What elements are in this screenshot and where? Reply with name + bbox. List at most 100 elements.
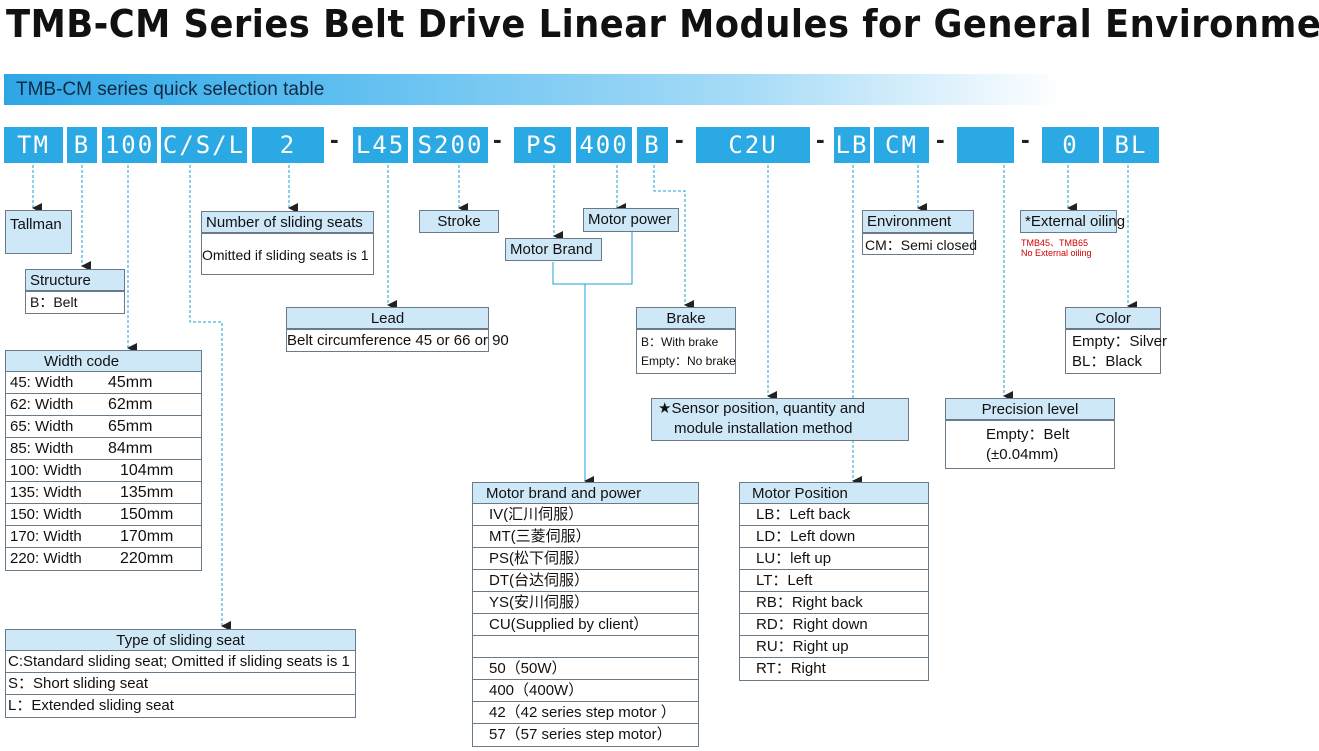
motor-brand-power-row: 50（50W） (473, 658, 698, 680)
width-code-size: 45mm (108, 374, 153, 391)
dash: - (816, 124, 825, 154)
width-code-size: 220mm (120, 550, 174, 567)
width-code-value: 65: Width (10, 418, 74, 435)
width-code-value: 220: Width (10, 550, 82, 567)
width-code-row: 220: Width 220mm (6, 548, 201, 570)
width-code-row: 45: Width 45mm (6, 372, 201, 394)
code-box-sliding-count: 2 (252, 127, 324, 163)
width-code-size: 150mm (120, 506, 174, 523)
sliding-seats-label: Number of sliding seats (201, 211, 374, 233)
width-code-row: 135: Width 135mm (6, 482, 201, 504)
lead-label: Lead (286, 307, 489, 329)
code-box-oiling: 0 (1042, 127, 1099, 163)
width-code-row: 100: Width 104mm (6, 460, 201, 482)
width-code-size: 65mm (108, 418, 153, 435)
structure-belt: B：Belt (25, 291, 125, 314)
motor-position-row: RB：Right back (740, 592, 928, 614)
code-box-tm: TM (4, 127, 63, 163)
precision-options: Empty：Belt (±0.04mm) (945, 420, 1115, 469)
brake-none: Empty：No brake (641, 354, 736, 368)
motor-position-row: LU：left up (740, 548, 928, 570)
sliding-seat-type-row: C:Standard sliding seat; Omitted if slid… (6, 651, 355, 673)
motor-brand-power-row: 400（400W） (473, 680, 698, 702)
motor-brand-label: Motor Brand (505, 238, 602, 261)
motor-position-row: LD：Left down (740, 526, 928, 548)
sliding-seat-type-header: Type of sliding seat (6, 630, 355, 651)
external-oiling-note: No External oiling (1021, 248, 1092, 258)
color-silver: Empty：Silver (1072, 333, 1168, 350)
banner-text: TMB-CM series quick selection table (16, 79, 325, 100)
width-code-value: 45: Width (10, 374, 74, 391)
color-black: BL：Black (1072, 353, 1143, 370)
sensor-line1: ★Sensor position, quantity and (658, 400, 865, 417)
width-code-row: 85: Width 84mm (6, 438, 201, 460)
width-code-size: 104mm (120, 462, 174, 479)
motor-brand-power-row: CU(Supplied by client） (473, 614, 698, 636)
brake-label: Brake (636, 307, 736, 329)
code-box-motor-brand: PS (514, 127, 571, 163)
motor-position-row: RU：Right up (740, 636, 928, 658)
code-box-structure: B (67, 127, 97, 163)
width-code-row: 150: Width 150mm (6, 504, 201, 526)
motor-position-row: LT：Left (740, 570, 928, 592)
motor-brand-power-row: YS(安川伺服） (473, 592, 698, 614)
motor-brand-power-row: 57（57 series step motor） (489, 726, 672, 743)
environment-label: Environment (862, 210, 974, 233)
sliding-seat-type-table: Type of sliding seat C:Standard sliding … (5, 629, 356, 718)
precision-belt: Empty：Belt (986, 426, 1070, 443)
motor-power-label: Motor power (583, 208, 679, 232)
width-code-value: 150: Width (10, 506, 82, 523)
width-code-size: 84mm (108, 440, 153, 457)
brake-with: B：With brake (641, 335, 719, 349)
environment-cm: CM：Semi closed (862, 233, 977, 255)
motor-brand-power-row (473, 636, 698, 658)
motor-position-row: LB：Left back (740, 504, 928, 526)
width-code-row: 170: Width 170mm (6, 526, 201, 548)
width-code-value: 100: Width (10, 462, 82, 479)
tallman-label: Tallman (5, 210, 72, 254)
precision-tolerance: (±0.04mm) (986, 446, 1059, 463)
motor-brand-power-row: IV(汇川伺服） (473, 504, 698, 526)
code-box-color: BL (1103, 127, 1159, 163)
width-code-value: 85: Width (10, 440, 74, 457)
external-oiling-label: *External oiling (1020, 210, 1125, 233)
width-code-value: 135: Width (10, 484, 82, 501)
motor-position-row: RD：Right down (740, 614, 928, 636)
external-oiling-note-models: TMB45、TMB65 (1021, 238, 1089, 248)
sliding-seats-note: Omitted if sliding seats is 1 (201, 233, 374, 275)
width-code-value: 170: Width (10, 528, 82, 545)
code-box-width: 100 (102, 127, 157, 163)
sensor-label: ★Sensor position, quantity and module in… (651, 398, 909, 441)
sensor-line2: module installation method (674, 420, 853, 437)
dash: - (936, 124, 945, 154)
motor-brand-power-row: DT(台达伺服） (473, 570, 698, 592)
code-box-sliding-type: C/S/L (161, 127, 247, 163)
code-box-sensor: C2U (696, 127, 810, 163)
motor-brand-power-table: Motor brand and power IV(汇川伺服）MT(三菱伺服）PS… (472, 482, 699, 747)
color-label: Color (1065, 307, 1161, 329)
motor-position-header: Motor Position (740, 483, 928, 504)
motor-position-row: RT：Right (756, 660, 826, 677)
width-code-size: 135mm (120, 484, 174, 501)
sliding-seat-type-row: L：Extended sliding seat (8, 697, 174, 714)
motor-brand-power-row: 42（42 series step motor ） (473, 702, 698, 724)
section-banner: TMB-CM series quick selection table (4, 74, 1064, 105)
structure-label: Structure (25, 269, 125, 291)
motor-brand-power-row: MT(三菱伺服） (473, 526, 698, 548)
code-box-brake: B (637, 127, 668, 163)
code-box-stroke: S200 (413, 127, 488, 163)
sliding-seat-type-row: S：Short sliding seat (6, 673, 355, 695)
width-code-size: 170mm (120, 528, 174, 545)
page-title: TMB-CM Series Belt Drive Linear Modules … (6, 2, 1319, 46)
dash: - (1021, 124, 1030, 154)
width-code-header: Width code (6, 351, 201, 372)
code-box-lead: L45 (353, 127, 408, 163)
precision-label: Precision level (945, 398, 1115, 420)
motor-brand-power-header: Motor brand and power (473, 483, 698, 504)
brake-options: B：With brake Empty：No brake (636, 329, 736, 374)
motor-brand-power-row: PS(松下伺服） (473, 548, 698, 570)
